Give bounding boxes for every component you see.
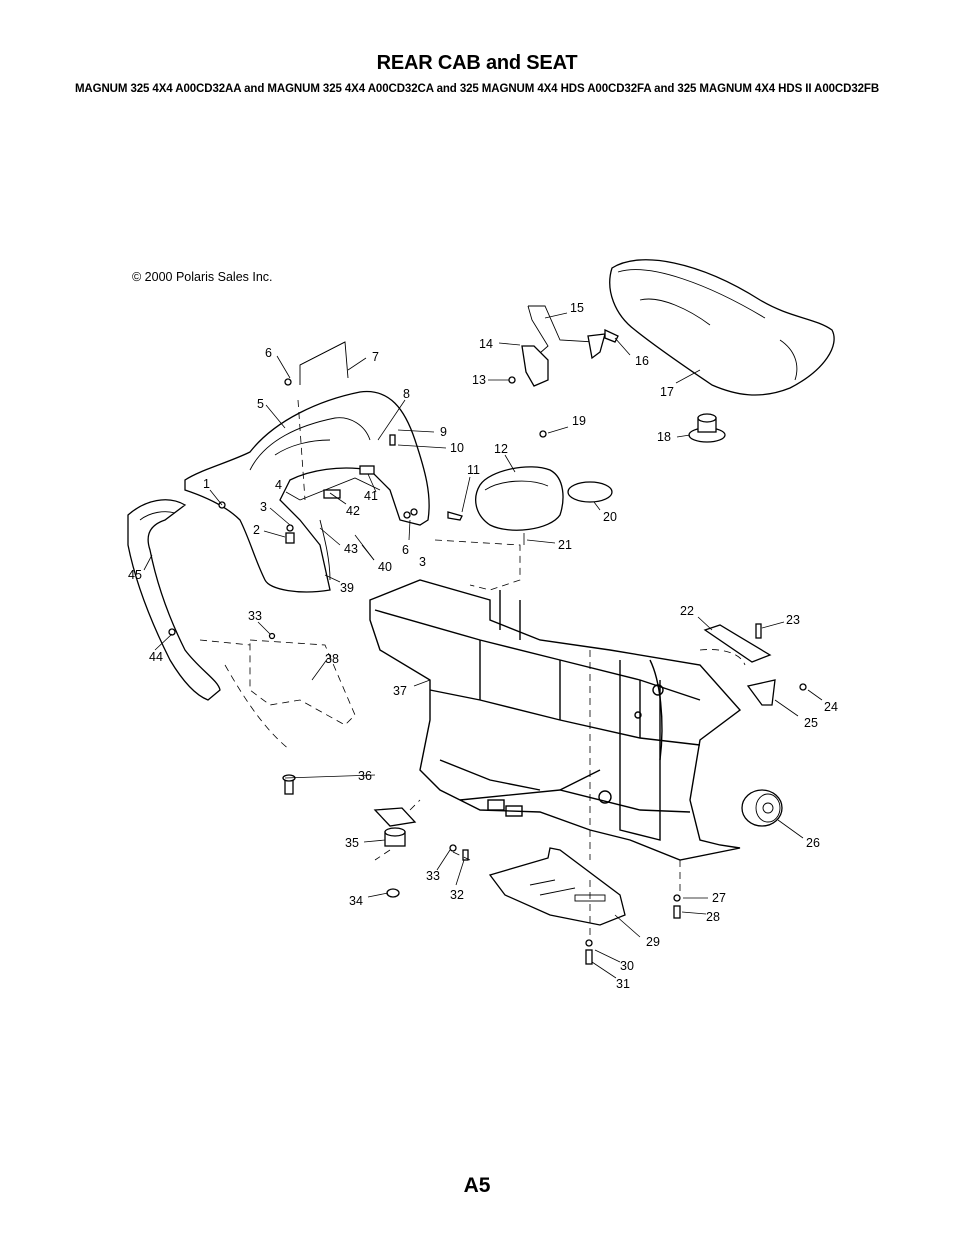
skid-plate-part — [488, 847, 626, 926]
callout-11: 11 — [467, 463, 480, 477]
callout-21: 21 — [558, 538, 572, 552]
callout-2: 2 — [253, 523, 260, 537]
page-title: REAR CAB and SEAT — [376, 52, 578, 74]
callout-37: 37 — [393, 684, 407, 698]
callout-14: 14 — [479, 337, 493, 351]
callout-10: 10 — [450, 441, 464, 455]
callout-7: 7 — [372, 350, 379, 364]
callout-27: 27 — [712, 891, 726, 905]
callout-8: 8 — [403, 387, 410, 401]
callout-45: 45 — [128, 568, 142, 582]
callout-9: 9 — [440, 425, 447, 439]
seat-bumper-part — [688, 413, 726, 443]
callout-43: 43 — [344, 542, 358, 556]
frame-part — [369, 579, 742, 861]
copyright-notice: © 2000 Polaris Sales Inc. — [132, 270, 273, 284]
housing-part — [741, 789, 783, 827]
callout-30: 30 — [620, 959, 634, 973]
callout-3: 3 — [260, 500, 267, 514]
callout-20: 20 — [603, 510, 617, 524]
callout-15: 15 — [570, 301, 584, 315]
callout-41: 41 — [364, 489, 378, 503]
callout-33b: 33 — [248, 609, 262, 623]
callout-40: 40 — [378, 560, 392, 574]
mud-flap-part — [127, 499, 221, 701]
assembly-lines — [297, 399, 746, 940]
callout-17: 17 — [660, 385, 674, 399]
callout-38: 38 — [325, 652, 339, 666]
callout-29: 29 — [646, 935, 660, 949]
callout-39: 39 — [340, 581, 354, 595]
rack-part — [299, 341, 349, 385]
callout-22: 22 — [680, 604, 694, 618]
callout-25: 25 — [804, 716, 818, 730]
brackets-part — [703, 623, 807, 706]
callout-33: 33 — [426, 869, 440, 883]
callout-5: 5 — [257, 397, 264, 411]
storage-box-part — [475, 430, 613, 545]
page-number: A5 — [463, 1174, 491, 1197]
callout-26: 26 — [806, 836, 820, 850]
rear-cab-part — [184, 390, 430, 593]
cab-hardware — [218, 378, 463, 544]
callout-31: 31 — [616, 977, 630, 991]
callout-23: 23 — [786, 613, 800, 627]
callout-16: 16 — [635, 354, 649, 368]
callout-34: 34 — [349, 894, 363, 908]
callout-28: 28 — [706, 910, 720, 924]
lower-hardware — [282, 774, 681, 965]
mount-part — [373, 807, 417, 847]
seat-part — [609, 259, 835, 396]
page-subtitle: MAGNUM 325 4X4 A00CD32AA and MAGNUM 325 … — [74, 83, 880, 95]
seat-latch-part — [527, 305, 619, 361]
callout-6: 6 — [265, 346, 272, 360]
callout-4: 4 — [275, 478, 282, 492]
callout-13: 13 — [472, 373, 486, 387]
callout-6b: 6 — [402, 543, 409, 557]
footwell-panel-part — [199, 632, 356, 751]
callout-1: 1 — [203, 477, 210, 491]
callout-32: 32 — [450, 888, 464, 902]
callout-labels: 1 2 3 4 5 6 7 8 9 10 11 12 13 14 15 16 1… — [128, 301, 838, 991]
latch-bracket-part — [508, 345, 549, 387]
callout-44: 44 — [149, 650, 163, 664]
callout-35: 35 — [345, 836, 359, 850]
callout-3b: 3 — [419, 555, 426, 569]
leader-lines — [143, 312, 823, 979]
callout-12: 12 — [494, 442, 508, 456]
callout-24: 24 — [824, 700, 838, 714]
callout-42: 42 — [346, 504, 360, 518]
callout-19: 19 — [572, 414, 586, 428]
callout-18: 18 — [657, 430, 671, 444]
callout-36: 36 — [358, 769, 372, 783]
